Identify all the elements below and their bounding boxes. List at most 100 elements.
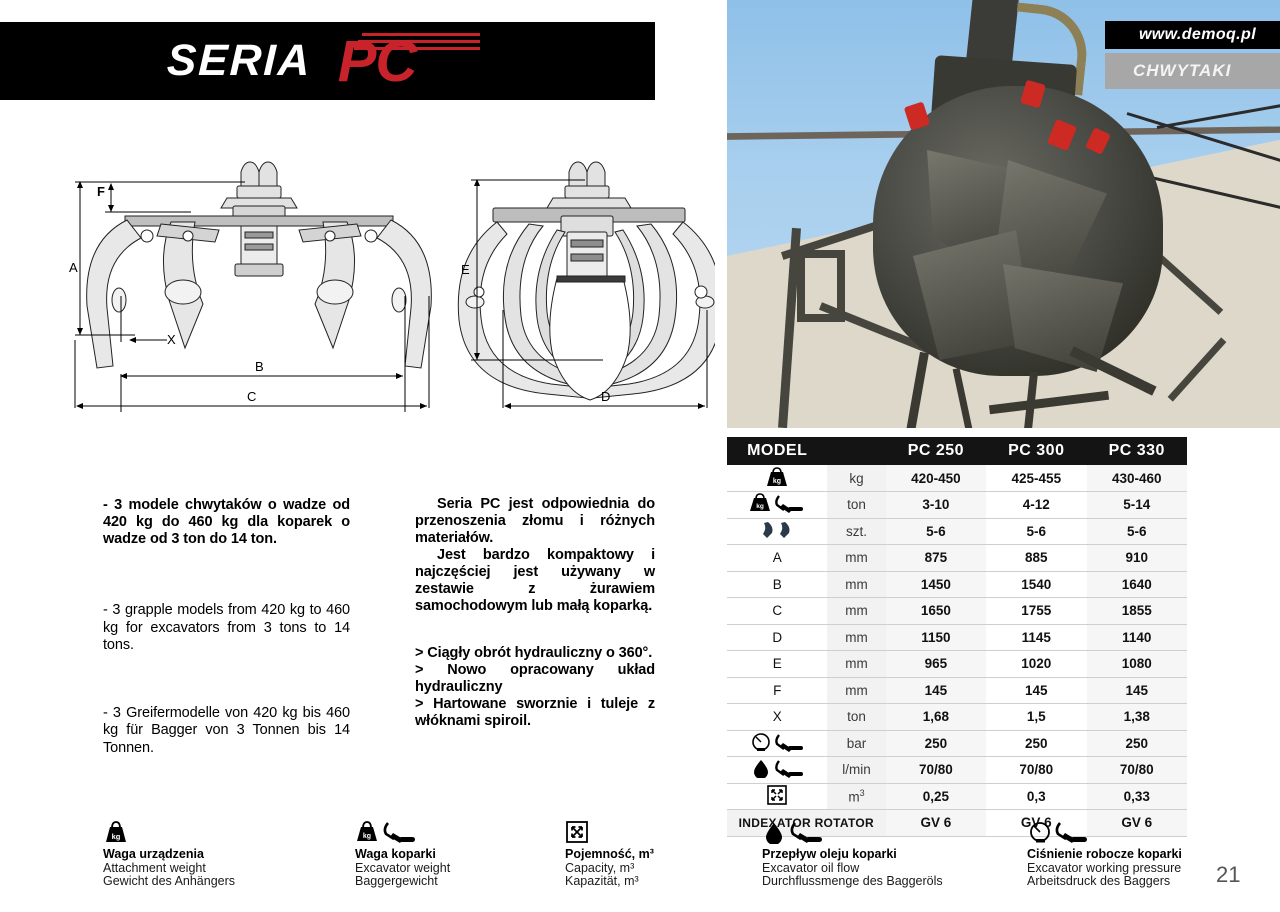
desc-de: - 3 Greifermodelle von 420 kg bis 460 kg… — [103, 704, 350, 756]
row-unit: bar — [827, 730, 886, 757]
table-row: bar 250 250 250 — [727, 730, 1187, 757]
cell-pc300: 5-6 — [986, 518, 1087, 545]
pc-streak-2 — [357, 40, 480, 43]
legend-label-pl: Waga urządzenia — [103, 847, 204, 861]
front-view-grapple — [86, 161, 432, 369]
cell-pc300: 1540 — [986, 571, 1087, 598]
cell-pc330: 1855 — [1086, 597, 1187, 625]
cell-pc330: 1640 — [1086, 571, 1187, 598]
dim-label-C: C — [247, 389, 256, 404]
cell-pc300: 70/80 — [986, 756, 1087, 784]
table-row: E mm 965 1020 1080 — [727, 650, 1187, 678]
technical-drawings: A F X B C — [55, 160, 723, 440]
cell-pc330: 70/80 — [1086, 756, 1187, 784]
legend-label-de: Arbeitsdruck des Baggers — [1027, 874, 1171, 888]
header-model: MODEL — [727, 437, 828, 465]
cell-pc250: 1,68 — [885, 703, 987, 731]
table-header-row: MODEL PC 250 PC 300 PC 330 — [727, 437, 1187, 465]
cell-pc250: 1650 — [885, 597, 987, 625]
row-unit: l/min — [827, 756, 886, 784]
row-unit: mm — [827, 624, 886, 651]
table-row: D mm 1150 1145 1140 — [727, 624, 1187, 651]
cell-pc250: 1450 — [885, 571, 987, 598]
seria-wordmark: SERIA — [166, 36, 313, 85]
desc-pl: - 3 modele chwytaków o wadze od 420 kg d… — [103, 497, 350, 547]
cell-pc330: 1080 — [1086, 650, 1187, 678]
cell-pc330: 910 — [1086, 544, 1187, 572]
svg-text:kg: kg — [773, 478, 781, 485]
feature-bullet-3: > Hartowane sworznie i tuleje z włóknami… — [415, 696, 655, 729]
row-unit: mm — [827, 677, 886, 704]
dimension-letter-E: E — [727, 650, 828, 678]
row-unit: ton — [827, 491, 886, 519]
legend-item-capacity: Pojemność, m³ Capacity, m³ Kapazität, m³ — [565, 818, 654, 889]
cell-pc250: GV 6 — [885, 809, 987, 837]
specification-table: MODEL PC 250 PC 300 PC 330 kg kg 420-450… — [727, 437, 1187, 837]
cell-pc300: 250 — [986, 730, 1087, 757]
product-photo: www.demoq.pl CHWYTAKI — [727, 0, 1280, 428]
header-pc250: PC 250 — [885, 437, 987, 465]
row-unit: mm — [827, 650, 886, 678]
dim-label-D: D — [601, 389, 610, 404]
dim-label-E: E — [461, 262, 470, 277]
header-pc330: PC 330 — [1086, 437, 1187, 465]
cell-pc330: 1,38 — [1086, 703, 1187, 731]
dimension-letter-F: F — [727, 677, 828, 704]
legend-label-de: Kapazität, m³ — [565, 874, 639, 888]
legend-label-en: Capacity, m³ — [565, 860, 635, 875]
row-unit: mm — [827, 571, 886, 598]
legend-item-working-pressure: Ciśnienie robocze koparki Excavator work… — [1027, 818, 1182, 889]
row-unit: ton — [827, 703, 886, 731]
cell-pc330: 1140 — [1086, 624, 1187, 651]
legend-bar: kg Waga urządzenia Attachment weight Gew… — [0, 818, 1280, 898]
cell-pc330: 5-14 — [1086, 491, 1187, 519]
cell-pc300: 425-455 — [986, 465, 1087, 492]
cell-pc250: 250 — [885, 730, 987, 757]
scaffold-box — [797, 250, 845, 322]
excavator-weight-icon: kg — [727, 491, 828, 519]
legend-label-pl: Przepływ oleju koparki — [762, 847, 897, 861]
oil-flow-icon — [727, 756, 828, 784]
cell-pc330: 250 — [1086, 730, 1187, 757]
side-view-grapple — [457, 161, 723, 401]
spacer-3 — [415, 615, 655, 645]
spacer-2 — [103, 655, 350, 705]
cell-pc250: 5-6 — [885, 518, 987, 545]
pc-wordmark: PC — [337, 29, 418, 94]
legend-item-attachment-weight: kg Waga urządzenia Attachment weight Gew… — [103, 818, 235, 889]
cell-pc330: 0,33 — [1086, 783, 1187, 810]
attachment-weight-icon: kg — [103, 818, 235, 844]
drawings-svg: A F X B C — [69, 161, 723, 412]
cell-pc300: 1755 — [986, 597, 1087, 625]
svg-text:kg: kg — [756, 503, 764, 510]
oil-flow-icon — [762, 818, 943, 844]
dim-label-A: A — [69, 260, 78, 275]
svg-text:kg: kg — [112, 832, 121, 841]
capacity-icon — [727, 783, 828, 810]
cell-pc300: 145 — [986, 677, 1087, 704]
svg-text:kg: kg — [363, 833, 371, 840]
dimension-letter-X: X — [727, 703, 828, 731]
capacity-icon — [565, 818, 654, 844]
page-number: 21 — [1216, 862, 1241, 887]
table-row: B mm 1450 1540 1640 — [727, 571, 1187, 598]
table-row: kg ton 3-10 4-12 5-14 — [727, 491, 1187, 519]
cell-pc300: 1020 — [986, 650, 1087, 678]
feature-paragraph-2: Jest bardzo kompaktowy i najczęściej jes… — [415, 547, 655, 614]
cell-pc250: 1150 — [885, 624, 987, 651]
header-unit — [827, 437, 886, 465]
legend-item-oil-flow: Przepływ oleju koparki Excavator oil flo… — [762, 818, 943, 889]
cell-pc330: 5-6 — [1086, 518, 1187, 545]
dimension-letter-D: D — [727, 624, 828, 651]
feature-bullet-1: > Ciągły obrót hydrauliczny o 360°. — [415, 645, 653, 661]
cell-pc250: 965 — [885, 650, 987, 678]
row-unit: m3 — [827, 783, 886, 810]
dim-label-B: B — [255, 359, 264, 374]
legend-item-excavator-weight: kg Waga koparki Excavator weight Baggerg… — [355, 818, 450, 889]
working-pressure-icon — [727, 730, 828, 757]
description-column-right: Seria PC jest odpowiednia do przenoszeni… — [415, 496, 655, 730]
table-row: C mm 1650 1755 1855 — [727, 597, 1187, 625]
cell-pc250: 145 — [885, 677, 987, 704]
dim-label-F: F — [97, 184, 105, 199]
side-view-dimensions — [471, 179, 708, 409]
